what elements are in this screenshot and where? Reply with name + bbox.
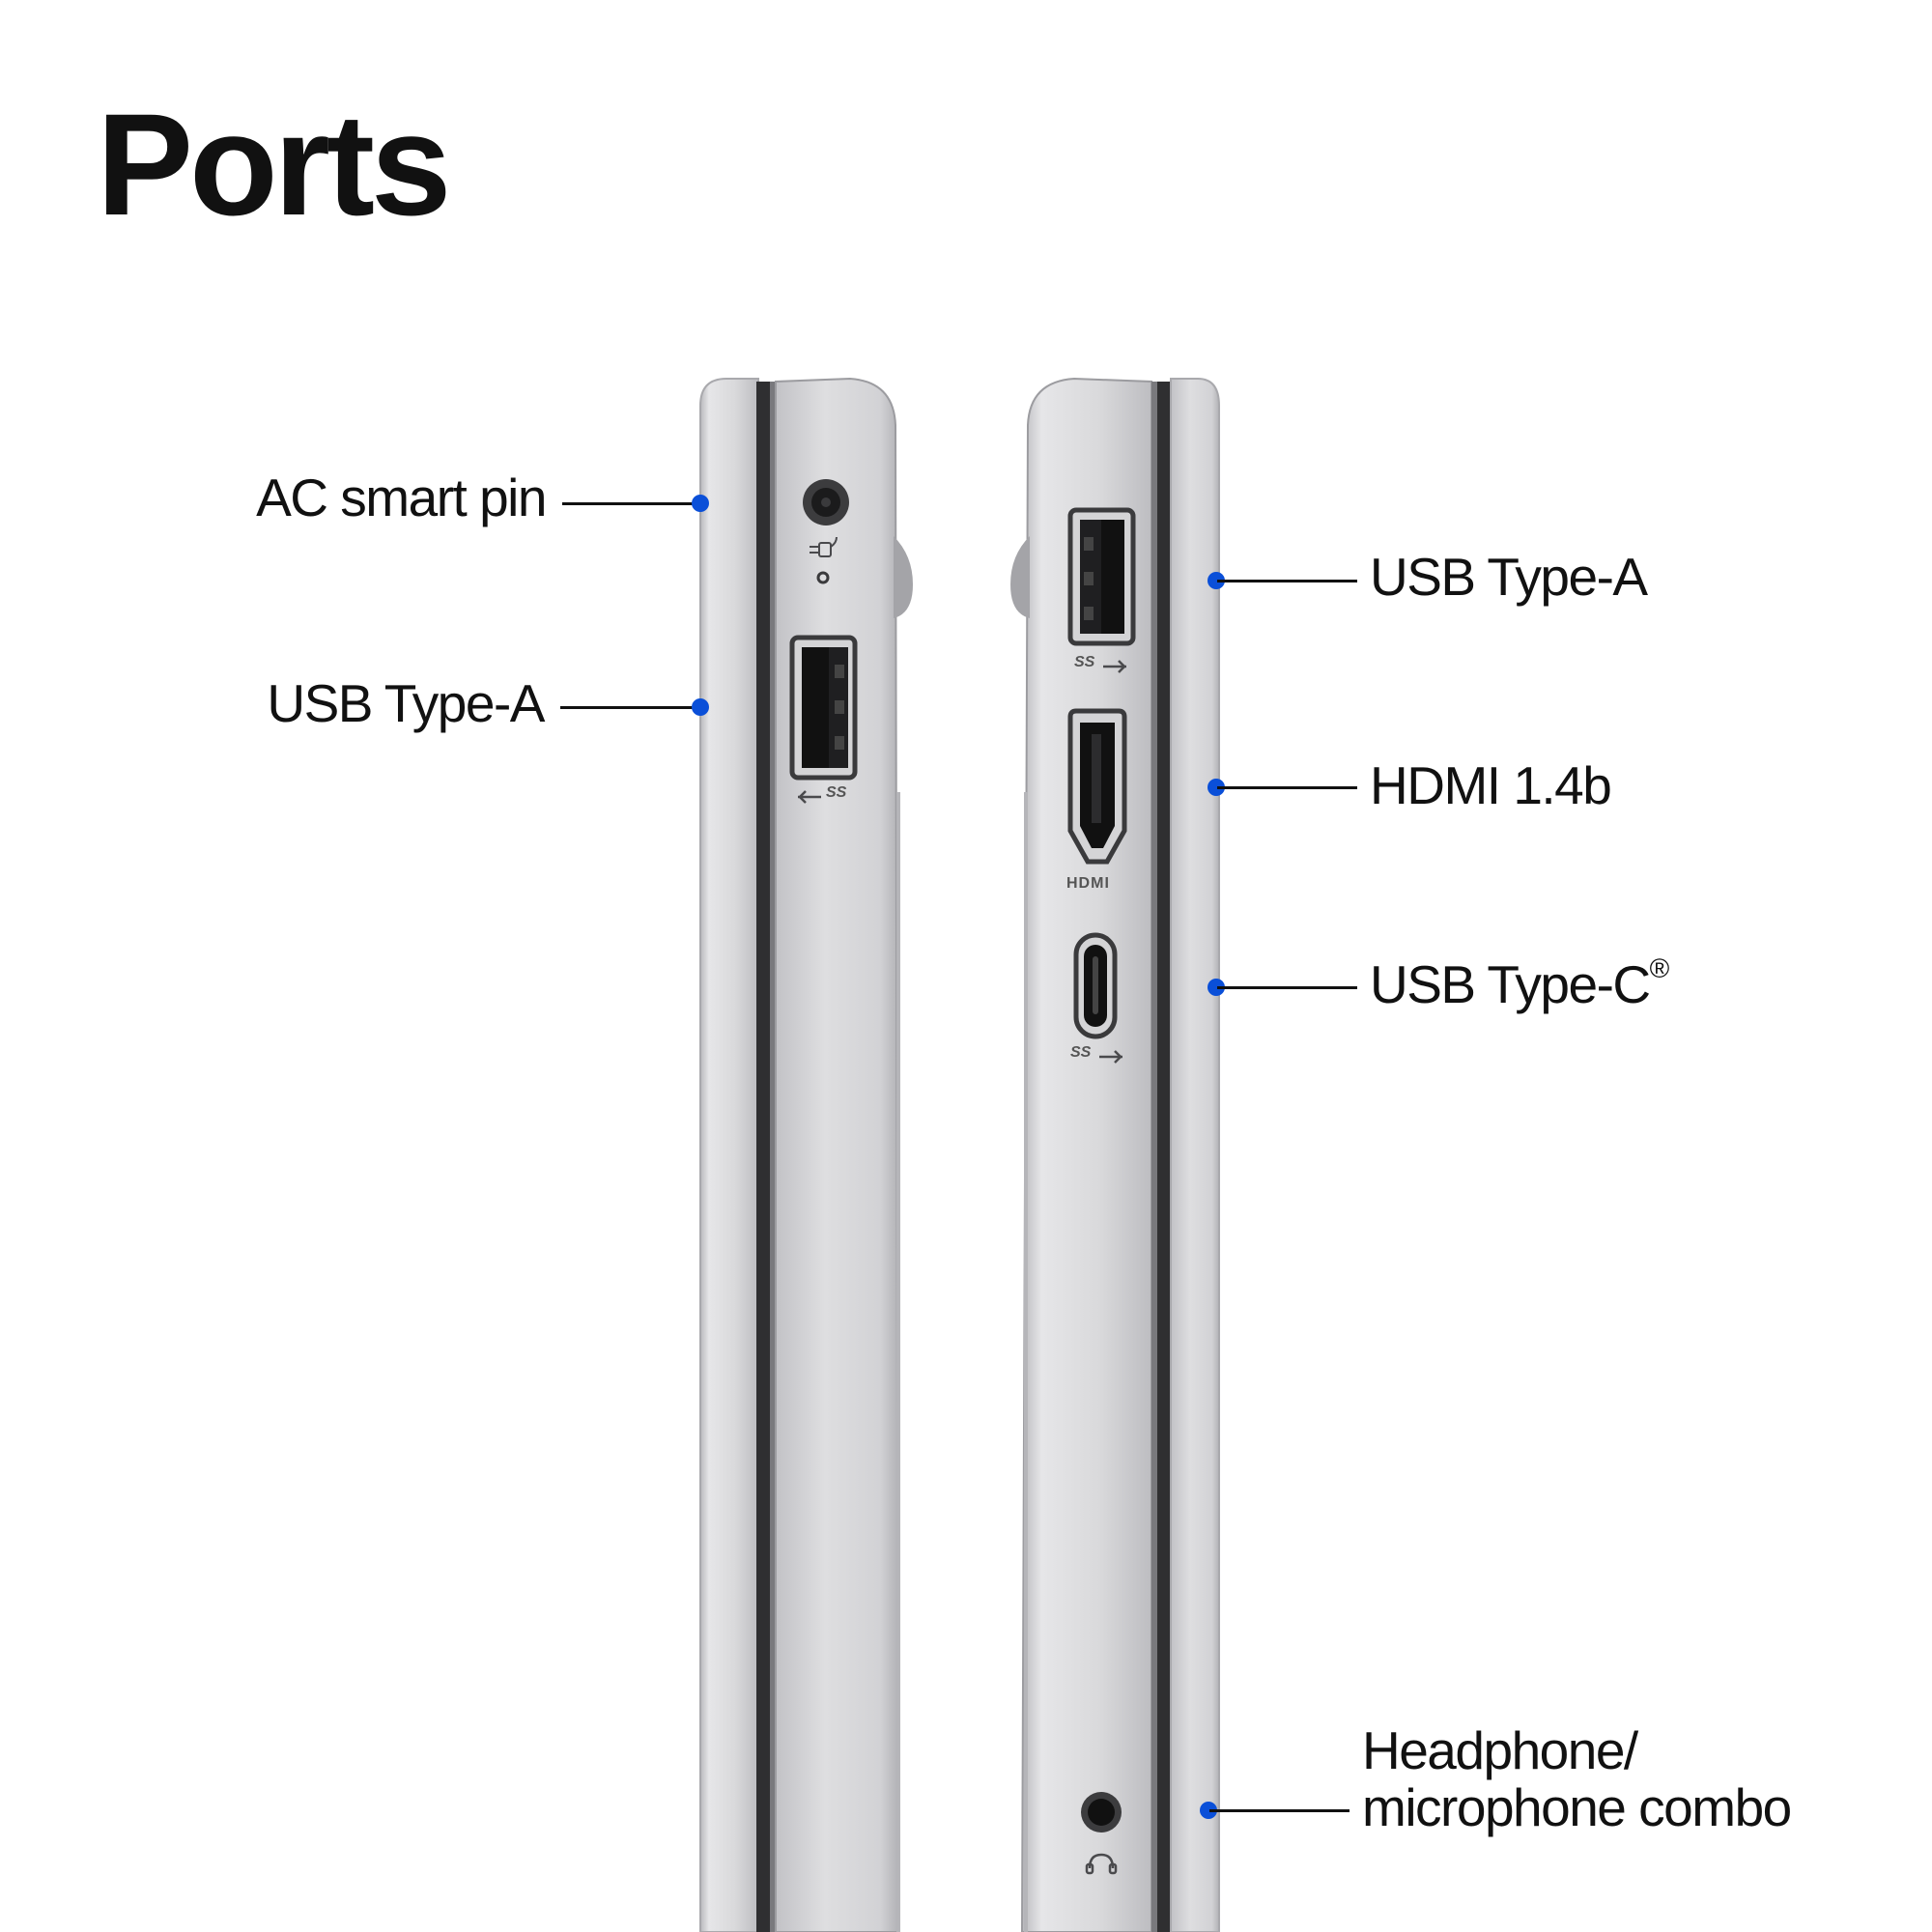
usb-c-port — [1073, 932, 1118, 1039]
usb-a-port-right-top — [1067, 507, 1136, 646]
hdmi-port — [1067, 708, 1127, 865]
charge-led — [816, 571, 830, 584]
label-usb-c: USB Type-C® — [1370, 953, 1670, 1014]
usb-ss-icon — [798, 790, 821, 804]
headphone-icon — [1085, 1853, 1118, 1875]
callout-dot-usb-a-right — [1208, 572, 1225, 589]
label-usb-c-text: USB Type-C — [1370, 954, 1651, 1014]
ac-smart-pin-port — [803, 479, 849, 526]
page-title: Ports — [97, 83, 451, 245]
leader-line-headphone — [1209, 1809, 1350, 1812]
leader-line-usb-a-left — [560, 706, 700, 709]
label-usb-a-left: USB Type-A — [267, 673, 545, 733]
usb-ss-icon — [1103, 660, 1126, 673]
label-hdmi: HDMI 1.4b — [1370, 755, 1612, 815]
leader-line-usb-c — [1217, 986, 1357, 989]
headphone-jack — [1081, 1792, 1122, 1833]
ss-engraving-right-usbc: SS — [1070, 1044, 1092, 1061]
usb-ss-icon — [1099, 1050, 1122, 1064]
registered-mark: ® — [1649, 953, 1670, 983]
label-headphone-line2: microphone combo — [1362, 1776, 1792, 1837]
callout-dot-usb-c — [1208, 979, 1225, 996]
label-headphone-line1: Headphone/ — [1362, 1720, 1638, 1780]
ss-engraving-right-top: SS — [1074, 654, 1095, 670]
label-usb-a-right: USB Type-A — [1370, 547, 1648, 607]
callout-dot-headphone — [1200, 1802, 1217, 1819]
ac-power-icon — [810, 536, 838, 557]
leader-line-hdmi — [1217, 786, 1357, 789]
left-side-view — [699, 377, 913, 1932]
ss-engraving-left: SS — [826, 784, 847, 801]
usb-a-port-left — [789, 635, 858, 781]
callout-dot-usb-a-left — [692, 698, 709, 716]
callout-dot-ac-smart-pin — [692, 495, 709, 512]
callout-dot-hdmi — [1208, 779, 1225, 796]
leader-line-ac-smart-pin — [562, 502, 702, 505]
label-headphone: Headphone/ microphone combo — [1362, 1720, 1792, 1837]
leader-line-usb-a-right — [1217, 580, 1357, 582]
label-ac-smart-pin: AC smart pin — [256, 468, 547, 527]
hdmi-engraving: HDMI — [1066, 875, 1110, 892]
right-side-view — [1010, 377, 1220, 1932]
